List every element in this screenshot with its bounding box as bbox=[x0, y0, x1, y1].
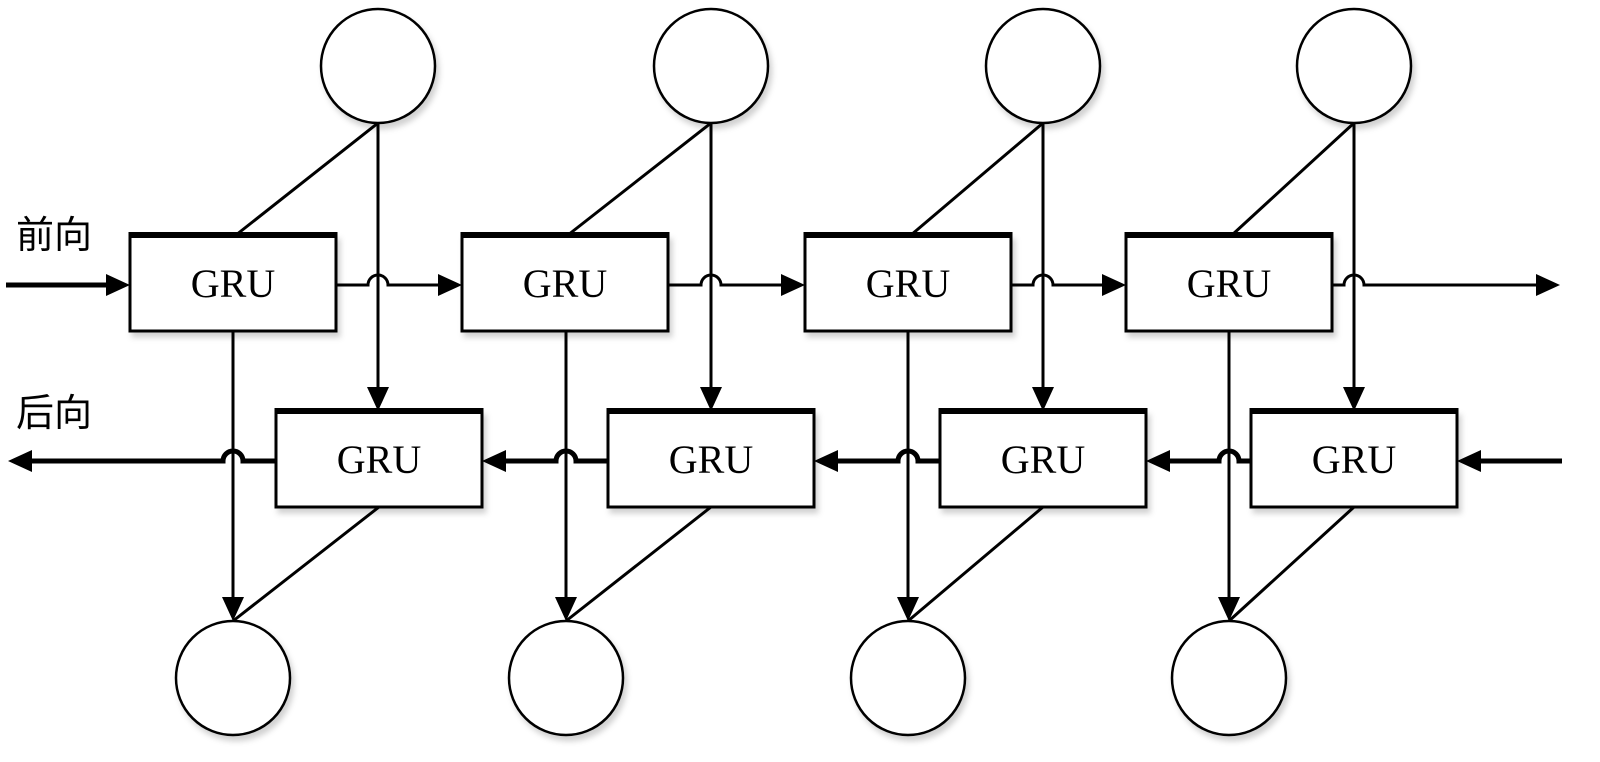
forward-gru-cell: GRU bbox=[128, 232, 338, 333]
output-arrowhead-icon bbox=[1218, 597, 1240, 621]
cells-layer: GRU GRU GRU GRU GRU GRU GRU GRU bbox=[128, 232, 1459, 509]
input-arrowhead-icon bbox=[700, 387, 722, 411]
forward-arrowhead-icon bbox=[1102, 274, 1126, 296]
input-to-forward-line bbox=[235, 121, 379, 237]
forward-arrowhead-icon bbox=[781, 274, 805, 296]
backward-connection-line bbox=[504, 448, 608, 464]
edges-layer bbox=[6, 121, 1562, 623]
output-arrowhead-icon bbox=[222, 597, 244, 621]
forward-label: 前向 bbox=[16, 213, 92, 257]
backward-arrowhead-icon bbox=[482, 450, 506, 472]
backward-arrowhead-icon bbox=[814, 450, 838, 472]
forward-gru-cell: GRU bbox=[1124, 232, 1334, 333]
backward-input-arrowhead-icon bbox=[1457, 450, 1481, 472]
input-node bbox=[652, 7, 770, 125]
gru-label: GRU bbox=[337, 437, 422, 482]
gru-label: GRU bbox=[523, 261, 608, 306]
backward-gru-cell: GRU bbox=[938, 408, 1148, 509]
backward-connection-line bbox=[30, 448, 276, 464]
input-to-forward-line bbox=[910, 121, 1044, 237]
backward-to-output-line bbox=[232, 505, 380, 623]
backward-gru-cell: GRU bbox=[1249, 408, 1459, 509]
forward-connection-line bbox=[1332, 273, 1538, 287]
nodes-layer bbox=[174, 7, 1413, 737]
forward-arrowhead-icon bbox=[438, 274, 462, 296]
backward-label: 后向 bbox=[16, 391, 92, 435]
backward-arrowhead-icon bbox=[8, 450, 32, 472]
input-node bbox=[319, 7, 437, 125]
gru-box bbox=[274, 409, 484, 509]
backward-connection-line bbox=[1168, 448, 1251, 464]
gru-label: GRU bbox=[866, 261, 951, 306]
gru-box bbox=[606, 409, 816, 509]
gru-box bbox=[460, 233, 670, 333]
forward-arrowhead-icon bbox=[1536, 274, 1560, 296]
gru-label: GRU bbox=[1001, 437, 1086, 482]
forward-connection-line bbox=[1011, 273, 1104, 287]
backward-to-output-line bbox=[565, 505, 712, 623]
forward-connection-line bbox=[668, 273, 783, 287]
gru-label: GRU bbox=[1187, 261, 1272, 306]
backward-gru-cell: GRU bbox=[606, 408, 816, 509]
input-node bbox=[1295, 7, 1413, 125]
input-node bbox=[984, 7, 1102, 125]
output-node bbox=[849, 619, 967, 737]
output-arrowhead-icon bbox=[555, 597, 577, 621]
forward-input-arrowhead-icon bbox=[106, 274, 130, 296]
output-arrowhead-icon bbox=[897, 597, 919, 621]
forward-connection-line bbox=[336, 273, 440, 287]
input-arrowhead-icon bbox=[1032, 387, 1054, 411]
backward-arrowhead-icon bbox=[1146, 450, 1170, 472]
gru-box bbox=[1124, 233, 1334, 333]
backward-to-output-line bbox=[1227, 505, 1356, 623]
output-node bbox=[1170, 619, 1288, 737]
backward-gru-cell: GRU bbox=[274, 408, 484, 509]
gru-box bbox=[1249, 409, 1459, 509]
backward-to-output-line bbox=[907, 505, 1044, 623]
input-arrowhead-icon bbox=[1343, 387, 1365, 411]
gru-label: GRU bbox=[191, 261, 276, 306]
backward-connection-line bbox=[836, 448, 940, 464]
input-to-forward-line bbox=[567, 121, 712, 237]
forward-gru-cell: GRU bbox=[460, 232, 670, 333]
input-arrowhead-icon bbox=[367, 387, 389, 411]
input-to-forward-line bbox=[1230, 121, 1356, 237]
output-node bbox=[507, 619, 625, 737]
gru-label: GRU bbox=[1312, 437, 1397, 482]
forward-gru-cell: GRU bbox=[803, 232, 1013, 333]
gru-label: GRU bbox=[669, 437, 754, 482]
output-node bbox=[174, 619, 292, 737]
